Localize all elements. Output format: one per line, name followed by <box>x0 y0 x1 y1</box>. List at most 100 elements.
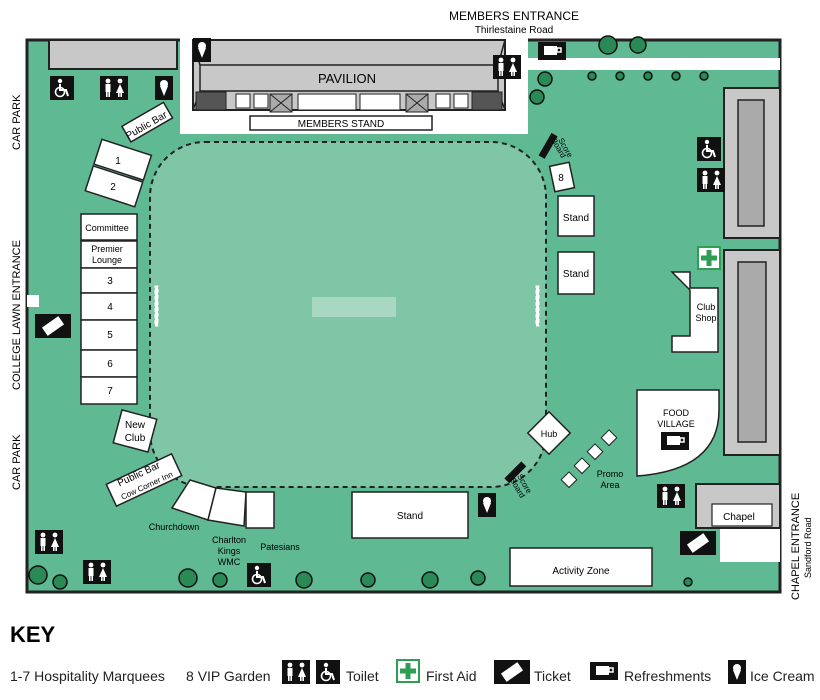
club-shop-label-2: Shop <box>695 313 716 323</box>
ticket-icon <box>680 531 716 555</box>
toilet-key-icons <box>282 659 341 685</box>
patesians <box>245 491 275 529</box>
college-lawn-entrance-label: COLLEGE LAWN ENTRANCE <box>11 240 23 390</box>
wmc-label: WMC <box>218 557 241 567</box>
club-shop-label-1: Club <box>697 302 716 312</box>
food-label: FOOD <box>663 408 689 418</box>
chapel-road-label: Sandford Road <box>803 517 813 578</box>
score-board-bottom <box>504 461 527 484</box>
ice-cream-icon <box>155 76 173 100</box>
toilet-icon <box>35 530 63 554</box>
toilet-icon <box>83 560 111 584</box>
members-road-label: Thirlestaine Road <box>475 25 553 36</box>
chapel-label: Chapel <box>723 512 755 523</box>
score-board-top <box>538 132 558 159</box>
new-label: New <box>125 420 146 431</box>
charlton-kings-wmc <box>207 487 247 527</box>
car-park-label-bottom: CAR PARK <box>11 434 23 490</box>
key-label: VIP Garden <box>197 668 271 684</box>
first-aid-key-icon <box>396 659 420 683</box>
promo-label: Promo <box>597 469 624 479</box>
marquee-1 <box>92 138 153 182</box>
key-item-refreshments: Refreshments <box>624 668 711 684</box>
new-club <box>112 409 158 453</box>
ground-map: MEMBERS ENTRANCE Thirlestaine Road PAVIL… <box>11 9 813 600</box>
first-aid-icon <box>396 659 420 683</box>
marquee-4-label: 4 <box>107 302 113 313</box>
key-label: First Aid <box>426 668 477 684</box>
kings-label: Kings <box>218 546 241 556</box>
toilet-icon <box>282 660 310 684</box>
key-label: Toilet <box>346 668 379 684</box>
toilet-icon <box>697 168 725 192</box>
lounge-label: Lounge <box>92 255 122 265</box>
stand-bottom <box>351 491 469 539</box>
patesians-label: Patesians <box>260 542 300 552</box>
public-bar-top <box>120 101 174 143</box>
stand-right-1 <box>557 195 595 237</box>
stand-right-2-label: Stand <box>563 269 589 280</box>
wheelchair-icon <box>696 136 722 162</box>
top-left-building <box>48 39 178 70</box>
marquee-2-label: 2 <box>110 182 116 193</box>
ice-cream-icon <box>193 38 211 62</box>
wheelchair-icon <box>315 659 341 685</box>
stand-right-1-label: Stand <box>563 213 589 224</box>
chapel-entrance-label: CHAPEL ENTRANCE <box>790 493 802 600</box>
toilet-icon <box>100 76 128 100</box>
key-label: Ice Cream <box>750 668 815 684</box>
refreshments-icon <box>660 431 690 451</box>
hub-label: Hub <box>541 429 558 439</box>
car-park-label-top: CAR PARK <box>11 94 23 150</box>
promo-area <box>560 429 618 489</box>
key-item-ice-cream: Ice Cream <box>750 668 815 684</box>
activity-zone-label: Activity Zone <box>552 566 610 577</box>
ice-cream-icon <box>728 660 746 684</box>
stand-right-2 <box>557 251 595 295</box>
marquee-2 <box>84 165 144 208</box>
club-label: Club <box>125 433 146 444</box>
key-item-first-aid: First Aid <box>426 668 477 684</box>
charlton-label: Charlton <box>212 535 246 545</box>
activity-zone <box>509 547 653 587</box>
marquee-6-label: 6 <box>107 359 113 370</box>
members-stand <box>249 115 433 131</box>
ticket-icon <box>494 660 530 684</box>
village-label: VILLAGE <box>657 419 695 429</box>
refreshments-icon <box>590 662 619 681</box>
pavilion-label: PAVILION <box>318 71 376 86</box>
key-item-ticket: Ticket <box>534 668 571 684</box>
premier-label: Premier <box>91 244 123 254</box>
stand-bottom-label: Stand <box>397 511 423 522</box>
key-label: Refreshments <box>624 668 712 684</box>
club-shop <box>670 271 719 353</box>
key-num: 1-7 <box>10 668 31 684</box>
marquee-1-label: 1 <box>115 156 121 167</box>
key-label: Ticket <box>534 668 571 684</box>
ice-cream-key-icon <box>728 660 746 684</box>
key-label: Hospitality Marquees <box>34 668 165 684</box>
hub <box>526 410 572 456</box>
key-title: KEY <box>10 622 56 647</box>
marquee-5-label: 5 <box>107 330 113 341</box>
marquee-7-label: 7 <box>107 386 113 397</box>
vip-garden-label: 8 <box>558 173 564 184</box>
committee-label: Committee <box>85 223 129 233</box>
toilet-icon <box>493 55 521 79</box>
refreshments-key-icon <box>590 662 619 681</box>
refreshments-icon <box>537 41 567 61</box>
ticket-key-icon <box>494 660 530 684</box>
ticket-icon <box>35 314 71 338</box>
vip-garden <box>548 161 576 193</box>
members-stand-label: MEMBERS STAND <box>298 119 385 130</box>
key-item-hospitality: 1-7 Hospitality Marquees <box>10 668 165 684</box>
wheelchair-icon <box>49 75 75 101</box>
key-num: 8 <box>186 668 194 684</box>
left-marquees <box>80 213 138 405</box>
ice-cream-icon <box>478 493 496 517</box>
key-item-toilet: Toilet <box>346 668 379 684</box>
wheelchair-icon <box>246 562 272 588</box>
cricket-pitch <box>312 297 396 317</box>
churchdown-label: Churchdown <box>149 522 200 532</box>
members-entrance-label: MEMBERS ENTRANCE <box>449 9 579 23</box>
